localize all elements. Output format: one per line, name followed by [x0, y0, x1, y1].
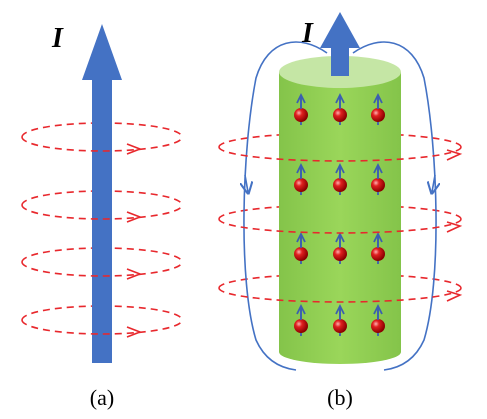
electron-sphere — [294, 247, 308, 261]
electron-spin — [371, 92, 385, 125]
electron-sphere — [371, 178, 385, 192]
field-loop-front — [218, 218, 462, 234]
panel-b: I (b) — [218, 12, 463, 410]
spin-grid — [294, 92, 385, 336]
electron-spin — [371, 162, 385, 195]
field-direction-chevron — [126, 268, 143, 280]
spin-arrow-head — [296, 231, 306, 243]
arrow-head — [82, 24, 122, 80]
return-direction-arrow — [432, 174, 435, 192]
spin-arrow-head — [335, 303, 345, 315]
field-loops-b-front — [218, 146, 463, 303]
panel-b-caption: (b) — [327, 385, 353, 410]
spin-arrow-head — [296, 92, 306, 104]
electron-sphere — [333, 247, 347, 261]
field-loop-front — [218, 146, 462, 162]
return-field-lines — [244, 41, 436, 371]
electron-sphere — [294, 319, 308, 333]
electron-spin — [333, 231, 347, 264]
electron-spin — [294, 303, 308, 336]
field-direction-chevron — [446, 290, 463, 302]
panel-a: I (a) — [21, 23, 183, 410]
electron-sphere — [294, 178, 308, 192]
electron-spin — [333, 162, 347, 195]
field-loop-front — [218, 287, 462, 303]
spin-arrow-head — [373, 92, 383, 104]
arrow-shaft — [92, 78, 112, 363]
spin-arrow-head — [373, 303, 383, 315]
electron-sphere — [333, 319, 347, 333]
spin-arrow-head — [296, 303, 306, 315]
spin-arrow-head — [296, 162, 306, 174]
cylinder-body — [279, 72, 401, 364]
electron-sphere — [333, 108, 347, 122]
electron-sphere — [371, 319, 385, 333]
electron-spin — [294, 92, 308, 125]
electron-spin — [294, 162, 308, 195]
spin-arrow-head — [373, 162, 383, 174]
field-direction-chevron — [446, 221, 463, 233]
field-direction-chevron — [446, 149, 463, 161]
electron-spin — [333, 303, 347, 336]
electron-sphere — [371, 247, 385, 261]
arrow-shaft — [331, 46, 349, 76]
panel-a-caption: (a) — [90, 385, 114, 410]
field-direction-chevron — [126, 211, 143, 223]
electron-spin — [371, 231, 385, 264]
current-label-b: I — [301, 18, 314, 49]
spin-arrow-head — [335, 231, 345, 243]
electron-spin — [294, 231, 308, 264]
spin-arrow-head — [335, 92, 345, 104]
electron-sphere — [371, 108, 385, 122]
spin-arrow-head — [373, 231, 383, 243]
electron-spin — [371, 303, 385, 336]
arrow-head — [320, 12, 360, 48]
field-loops-a-front — [21, 136, 183, 338]
current-arrow-a — [82, 24, 122, 363]
spin-arrow-head — [335, 162, 345, 174]
field-direction-chevron — [126, 326, 143, 338]
electron-sphere — [294, 108, 308, 122]
electron-sphere — [333, 178, 347, 192]
electron-spin — [333, 92, 347, 125]
return-direction-arrow — [245, 174, 248, 192]
current-arrow-b — [320, 12, 360, 76]
current-label-a: I — [51, 23, 64, 54]
field-direction-chevron — [126, 143, 143, 155]
